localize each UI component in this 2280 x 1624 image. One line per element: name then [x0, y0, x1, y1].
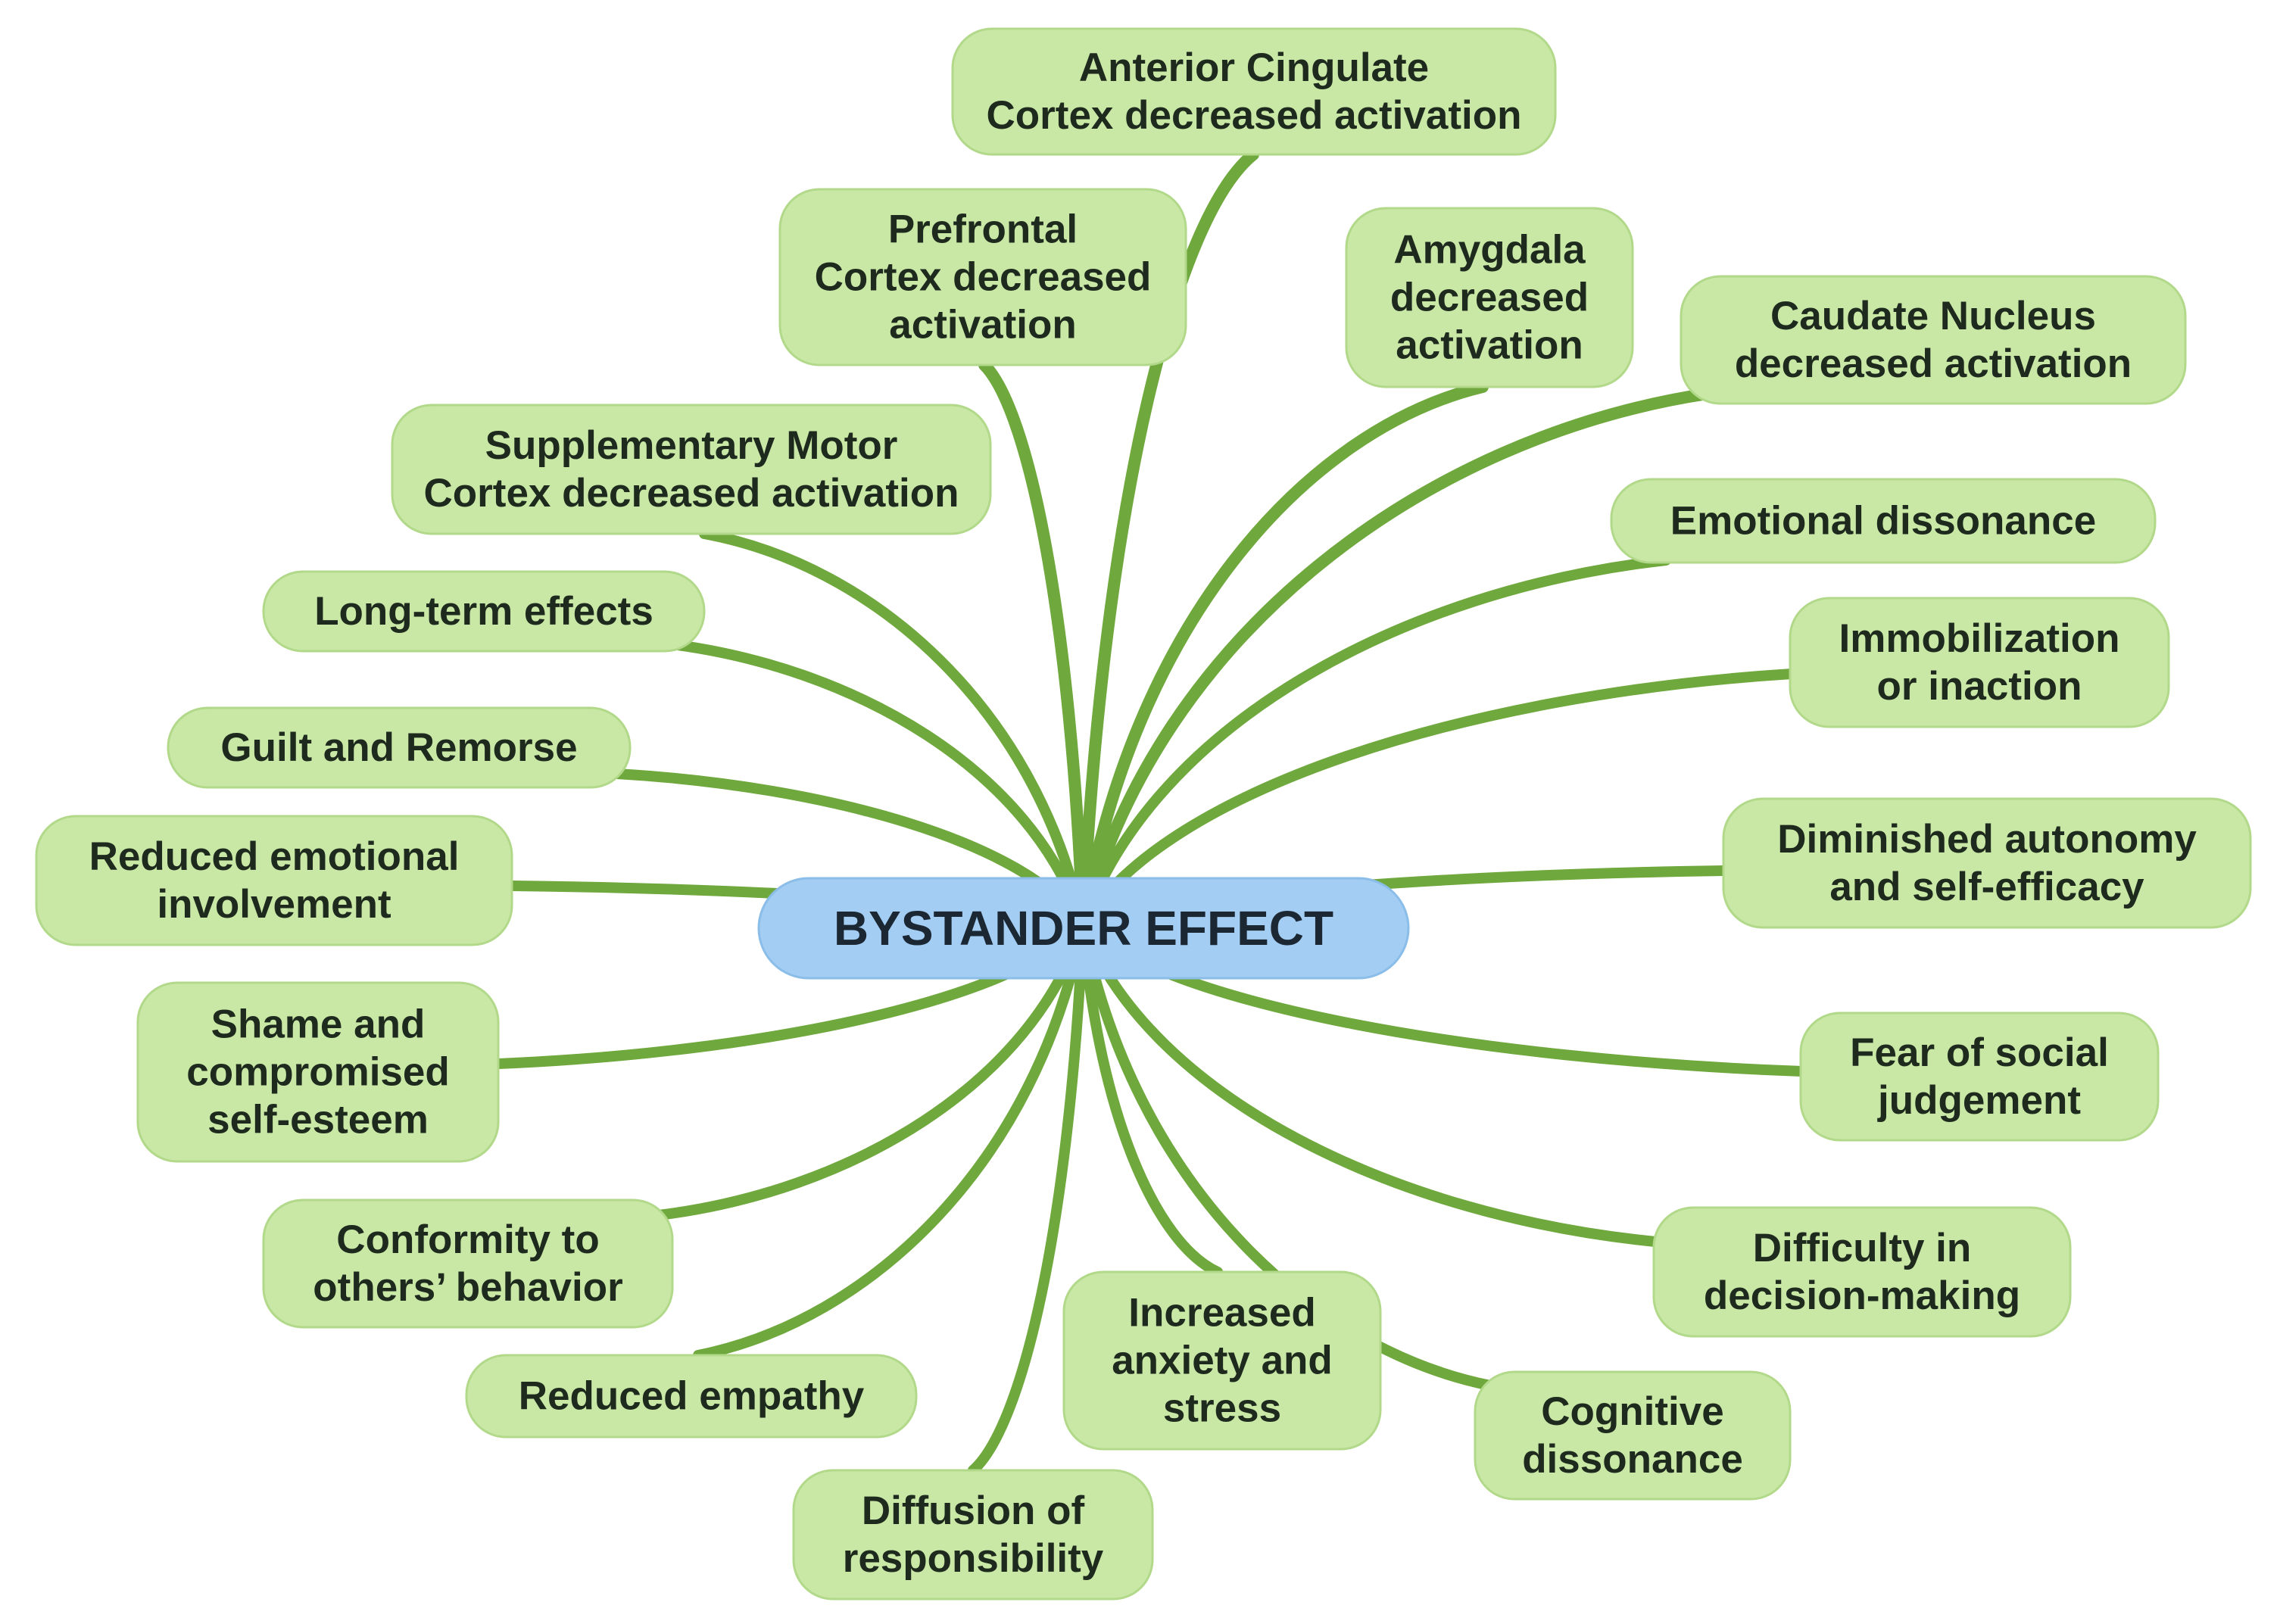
node-label-line: Cortex decreased activation — [987, 93, 1522, 138]
node-label-line: Anterior Cingulate — [1079, 45, 1429, 90]
node-label-line: Prefrontal — [888, 207, 1078, 252]
node-label-line: anxiety and — [1112, 1339, 1333, 1383]
node-label-line: or inaction — [1877, 664, 2082, 709]
node-box — [1652, 1206, 2072, 1338]
node-label-line: activation — [1396, 323, 1583, 368]
node-label-line: Diffusion of — [862, 1488, 1085, 1533]
node-label-line: self-esteem — [207, 1098, 429, 1142]
node-label-line: decision-making — [1704, 1273, 2020, 1318]
node-label-line: involvement — [157, 882, 391, 927]
node-label-line: dissonance — [1522, 1437, 1743, 1482]
branch-amygdala — [1077, 381, 1489, 931]
branch-increased-anxiety — [1078, 920, 1223, 1277]
node-box — [1474, 1370, 1792, 1501]
branch-cognitive-dissonance — [1078, 920, 1496, 1391]
node-label-line: activation — [889, 303, 1076, 348]
node-box — [262, 1199, 674, 1329]
node-label-line: decreased — [1390, 276, 1589, 320]
node-label-line: Increased — [1128, 1291, 1315, 1336]
node-label-line: compromised — [186, 1050, 450, 1095]
node-label-line: Amygdala — [1393, 228, 1586, 273]
node-box — [1610, 478, 2157, 564]
node-label-line: and self-efficacy — [1829, 865, 2144, 909]
node-box — [1722, 797, 2252, 929]
branch-conformity — [653, 920, 1088, 1220]
branch-long-term — [661, 638, 1088, 930]
node-label-line: Caudate Nucleus — [1770, 294, 2096, 338]
central-topic-box — [757, 877, 1410, 980]
node-label-line: Shame and — [211, 1002, 426, 1047]
branch-immobilization — [1078, 669, 1797, 930]
node-label-line: stress — [1163, 1386, 1281, 1431]
node-label-line: Reduced empathy — [519, 1374, 865, 1419]
node-label-line: Emotional dissonance — [1670, 499, 2097, 544]
node-label-line: Cortex decreased activation — [424, 471, 959, 516]
central-topic-label: BYSTANDER EFFECT — [834, 901, 1333, 955]
node-box — [951, 27, 1557, 156]
node-box — [1680, 275, 2187, 405]
node-box — [35, 815, 513, 946]
branch-anterior-cingulate — [1077, 148, 1259, 931]
branch-diffusion — [968, 920, 1088, 1476]
node-label-line: decreased activation — [1735, 341, 2132, 386]
node-box — [1062, 1270, 1382, 1451]
node-label-line: Reduced emotional — [89, 834, 460, 879]
node-label-line: Fear of social — [1850, 1030, 2109, 1075]
branch-difficulty-decision — [1078, 920, 1661, 1247]
branch-caudate — [1077, 388, 1714, 931]
central-topic: BYSTANDER EFFECT — [757, 877, 1410, 980]
node-emotional-dissonance: Emotional dissonance — [1610, 478, 2157, 564]
node-long-term: Long-term effects — [262, 570, 706, 653]
node-label-line: others’ behavior — [313, 1265, 622, 1310]
node-box — [391, 404, 992, 535]
node-label-line: judgement — [1877, 1078, 2081, 1123]
node-label-line: Immobilization — [1839, 616, 2120, 661]
node-box — [1789, 597, 2170, 728]
node-guilt: Guilt and Remorse — [167, 706, 632, 789]
node-box — [136, 981, 500, 1163]
node-label-line: responsibility — [843, 1536, 1104, 1581]
node-label-line: Difficulty in — [1753, 1226, 1972, 1270]
branch-reduced-empathy — [693, 920, 1088, 1361]
node-label-line: Conformity to — [336, 1217, 599, 1262]
node-box — [262, 570, 706, 653]
node-reduced-empathy: Reduced empathy — [465, 1354, 918, 1439]
node-box — [167, 706, 632, 789]
node-box — [1799, 1011, 2160, 1142]
node-label-line: Supplementary Motor — [485, 423, 898, 468]
node-label-line: Long-term effects — [314, 589, 653, 634]
node-label-line: Cortex decreased — [815, 255, 1152, 300]
node-box — [1345, 207, 1634, 388]
node-label-line: Diminished autonomy — [1777, 817, 2197, 862]
node-label-line: Cognitive — [1541, 1389, 1723, 1434]
branch-emotional-dissonance — [1078, 555, 1671, 930]
node-box — [792, 1469, 1154, 1601]
branch-supplementary-motor — [699, 528, 1088, 930]
node-box — [778, 188, 1187, 366]
node-label-line: Guilt and Remorse — [220, 725, 577, 770]
branch-prefrontal — [978, 359, 1089, 931]
node-box — [465, 1354, 918, 1439]
